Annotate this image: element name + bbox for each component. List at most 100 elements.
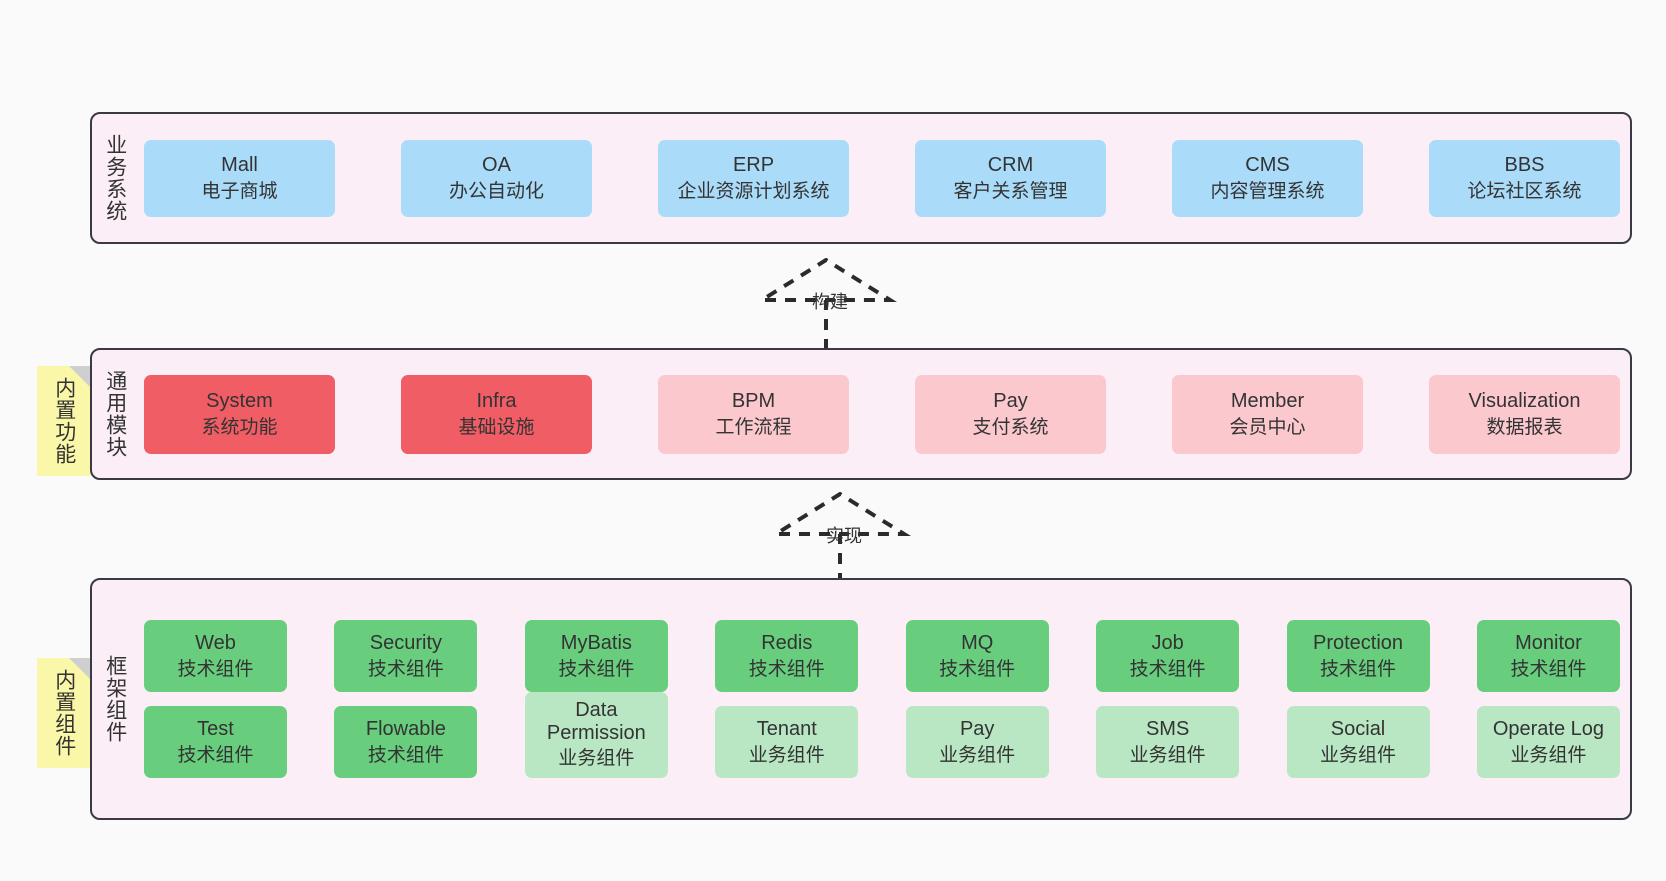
framework-business-card-desc: 业务组件 xyxy=(939,744,1016,766)
framework-tech-card-desc: 技术组件 xyxy=(367,658,444,680)
framework-tech-card-5[interactable]: Job 技术组件 xyxy=(1096,620,1240,692)
framework-tech-card-7[interactable]: Monitor 技术组件 xyxy=(1476,620,1620,692)
connector-implement-arrow xyxy=(769,491,911,584)
business-card-desc: 内容管理系统 xyxy=(1210,180,1325,202)
framework-tech-card-desc: 技术组件 xyxy=(1510,658,1587,680)
framework-tech-card-desc: 技术组件 xyxy=(558,658,635,680)
framework-business-card-desc: 业务组件 xyxy=(1320,744,1397,766)
framework-business-card-5[interactable]: SMS 业务组件 xyxy=(1096,706,1240,778)
note-fold-icon xyxy=(69,366,91,388)
framework-tech-card-title: Job xyxy=(1151,632,1184,655)
business-card-0[interactable]: Mall 电子商城 xyxy=(144,139,335,217)
business-card-title: CMS xyxy=(1245,154,1290,177)
framework-tech-card-desc: 技术组件 xyxy=(939,658,1016,680)
module-card-title: Member xyxy=(1230,390,1305,413)
business-card-title: OA xyxy=(482,154,511,177)
framework-tech-card-4[interactable]: MQ 技术组件 xyxy=(905,620,1049,692)
connector-implement-label: 实现 xyxy=(826,526,862,546)
layer-title-module: 通用模块 xyxy=(103,370,127,458)
business-card-1[interactable]: OA 办公自动化 xyxy=(401,139,592,217)
module-card-title: Infra xyxy=(476,390,517,413)
business-card-title: BBS xyxy=(1504,154,1545,177)
business-card-title: ERP xyxy=(732,154,775,177)
business-card-title: CRM xyxy=(987,154,1034,177)
connector-build-arrow xyxy=(755,257,897,350)
framework-tech-card-desc: 技术组件 xyxy=(1320,658,1397,680)
framework-business-card-desc: 业务组件 xyxy=(1510,744,1587,766)
framework-tech-card-title: Redis xyxy=(761,632,813,655)
layer-title-framework: 框架组件 xyxy=(103,655,127,743)
framework-tech-card-title: Monitor xyxy=(1515,632,1582,655)
layer-body-business: Mall 电子商城 OA 办公自动化 ERP 企业资源计划系统 CRM 客户关系管理 CMS 内容… xyxy=(138,114,1630,242)
framework-tech-card-3[interactable]: Redis 技术组件 xyxy=(715,620,859,692)
module-card-3[interactable]: Pay 支付系统 xyxy=(915,374,1106,454)
framework-business-card-title: Pay xyxy=(959,718,995,741)
note-builtin-features-label: 内置功能 xyxy=(52,377,76,465)
business-card-title: Mall xyxy=(221,154,258,177)
module-card-title: Pay xyxy=(993,390,1028,413)
framework-tech-card-title: MyBatis xyxy=(560,632,632,655)
framework-business-card-desc: 技术组件 xyxy=(177,744,254,766)
connector-implement: 实现 xyxy=(769,491,922,584)
framework-business-card-desc: 业务组件 xyxy=(1129,744,1206,766)
framework-business-card-title: Operate Log xyxy=(1492,718,1605,741)
module-card-1[interactable]: Infra 基础设施 xyxy=(401,374,592,454)
module-card-4[interactable]: Member 会员中心 xyxy=(1172,374,1363,454)
framework-business-card-title: Tenant xyxy=(756,718,817,741)
business-card-3[interactable]: CRM 客户关系管理 xyxy=(915,139,1106,217)
module-card-0[interactable]: System 系统功能 xyxy=(144,374,335,454)
layer-business-systems: 业务系统 Mall 电子商城 OA 办公自动化 ERP 企业资源计划系统 CRM 客户关系管理… xyxy=(90,112,1632,244)
note-builtin-features: 内置功能 xyxy=(37,366,91,476)
connector-build-label: 构建 xyxy=(812,292,848,312)
framework-tech-card-title: Protection xyxy=(1313,632,1404,655)
module-card-desc: 会员中心 xyxy=(1229,416,1306,438)
module-card-desc: 数据报表 xyxy=(1486,416,1563,438)
note-builtin-components-label: 内置组件 xyxy=(52,669,76,757)
business-card-desc: 企业资源计划系统 xyxy=(677,180,830,202)
framework-business-card-title: Data Permission xyxy=(546,698,646,745)
framework-business-card-4[interactable]: Pay 业务组件 xyxy=(905,706,1049,778)
business-card-desc: 电子商城 xyxy=(201,180,278,202)
framework-tech-card-desc: 技术组件 xyxy=(1129,658,1206,680)
framework-business-card-6[interactable]: Social 业务组件 xyxy=(1286,706,1430,778)
framework-tech-card-2[interactable]: MyBatis 技术组件 xyxy=(524,620,668,692)
module-card-desc: 系统功能 xyxy=(201,416,278,438)
framework-business-card-desc: 技术组件 xyxy=(367,744,444,766)
framework-tech-card-title: MQ xyxy=(961,632,994,655)
business-card-desc: 论坛社区系统 xyxy=(1467,180,1582,202)
framework-tech-card-desc: 技术组件 xyxy=(748,658,825,680)
business-card-desc: 办公自动化 xyxy=(448,180,544,202)
framework-tech-card-6[interactable]: Protection 技术组件 xyxy=(1286,620,1430,692)
framework-business-card-3[interactable]: Tenant 业务组件 xyxy=(715,706,859,778)
note-builtin-components: 内置组件 xyxy=(37,658,91,768)
business-card-4[interactable]: CMS 内容管理系统 xyxy=(1172,139,1363,217)
framework-business-card-desc: 业务组件 xyxy=(748,744,825,766)
module-card-desc: 基础设施 xyxy=(458,416,535,438)
framework-business-card-7[interactable]: Operate Log 业务组件 xyxy=(1476,706,1620,778)
module-card-title: BPM xyxy=(731,390,776,413)
business-card-2[interactable]: ERP 企业资源计划系统 xyxy=(658,139,849,217)
business-card-5[interactable]: BBS 论坛社区系统 xyxy=(1429,139,1620,217)
framework-business-card-title: SMS xyxy=(1145,718,1190,741)
layer-title-business: 业务系统 xyxy=(103,134,127,222)
module-card-title: System xyxy=(206,390,273,413)
connector-build: 构建 xyxy=(755,257,908,350)
module-card-desc: 支付系统 xyxy=(972,416,1049,438)
framework-business-card-title: Social xyxy=(1330,718,1386,741)
framework-tech-card-title: Web xyxy=(195,632,236,655)
business-card-desc: 客户关系管理 xyxy=(953,180,1068,202)
